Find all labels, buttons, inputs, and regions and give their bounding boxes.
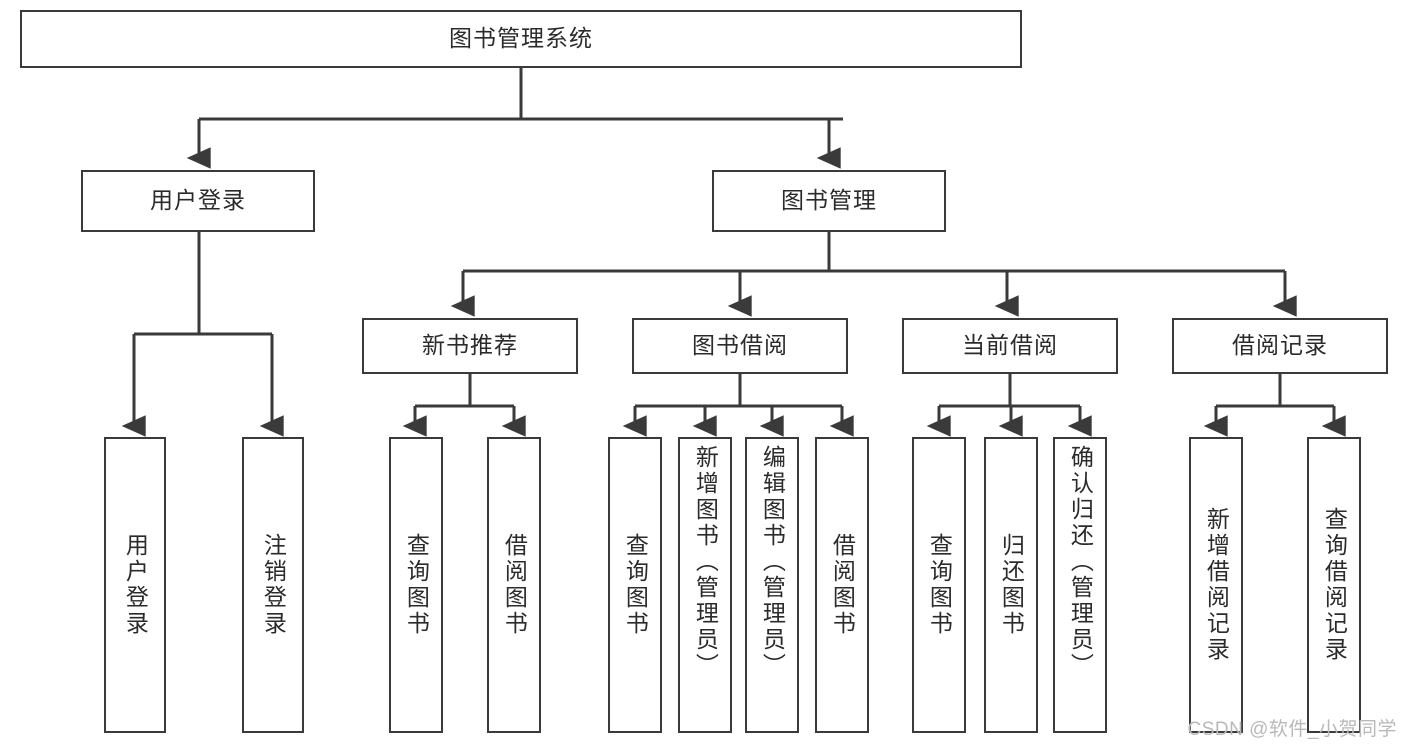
node-label: 用户登录 [122, 533, 149, 637]
node-book-borrowing[interactable]: 图书借阅 [632, 318, 848, 374]
leaf-current-confirm-return[interactable]: 确认归还（管理员） [1053, 437, 1107, 733]
node-label: 图书借阅 [692, 332, 788, 359]
leaf-record-query-record[interactable]: 查询借阅记录 [1307, 437, 1361, 733]
node-label: 新书推荐 [422, 332, 518, 359]
leaf-user-login[interactable]: 用户登录 [104, 437, 166, 733]
node-label: 注销登录 [260, 533, 287, 637]
node-label: 当前借阅 [962, 332, 1058, 359]
node-label: 图书管理系统 [449, 25, 593, 52]
csdn-watermark: CSDN @软件_小贺同学 [1187, 719, 1397, 740]
node-borrowing-record[interactable]: 借阅记录 [1172, 318, 1388, 374]
node-label: 借阅图书 [829, 533, 856, 637]
leaf-borrow-edit-book[interactable]: 编辑图书（管理员） [745, 437, 799, 733]
node-label: 借阅图书 [501, 533, 528, 637]
node-label: 用户登录 [150, 187, 246, 214]
node-label: 新增图书（管理员） [692, 445, 719, 679]
leaf-rec-borrow-book[interactable]: 借阅图书 [487, 437, 541, 733]
node-book-manage[interactable]: 图书管理 [712, 170, 946, 232]
node-new-book-recommendation[interactable]: 新书推荐 [362, 318, 578, 374]
leaf-borrow-borrow-book[interactable]: 借阅图书 [815, 437, 869, 733]
node-label: 图书管理 [781, 187, 877, 214]
node-label: 确认归还（管理员） [1067, 445, 1094, 679]
node-root-system[interactable]: 图书管理系统 [20, 10, 1022, 68]
node-label: 借阅记录 [1232, 332, 1328, 359]
leaf-current-query-book[interactable]: 查询图书 [912, 437, 966, 733]
leaf-current-return-book[interactable]: 归还图书 [984, 437, 1038, 733]
leaf-user-logout[interactable]: 注销登录 [242, 437, 304, 733]
node-label: 查询借阅记录 [1321, 507, 1348, 663]
node-label: 查询图书 [403, 533, 430, 637]
node-label: 查询图书 [926, 533, 953, 637]
node-label: 新增借阅记录 [1203, 507, 1230, 663]
node-label: 归还图书 [998, 533, 1025, 637]
leaf-record-add-record[interactable]: 新增借阅记录 [1189, 437, 1243, 733]
node-label: 查询图书 [622, 533, 649, 637]
leaf-borrow-add-book[interactable]: 新增图书（管理员） [678, 437, 732, 733]
node-label: 编辑图书（管理员） [759, 445, 786, 679]
leaf-borrow-query-book[interactable]: 查询图书 [608, 437, 662, 733]
node-current-borrowing[interactable]: 当前借阅 [902, 318, 1118, 374]
node-user-login[interactable]: 用户登录 [81, 170, 315, 232]
leaf-rec-query-book[interactable]: 查询图书 [389, 437, 443, 733]
